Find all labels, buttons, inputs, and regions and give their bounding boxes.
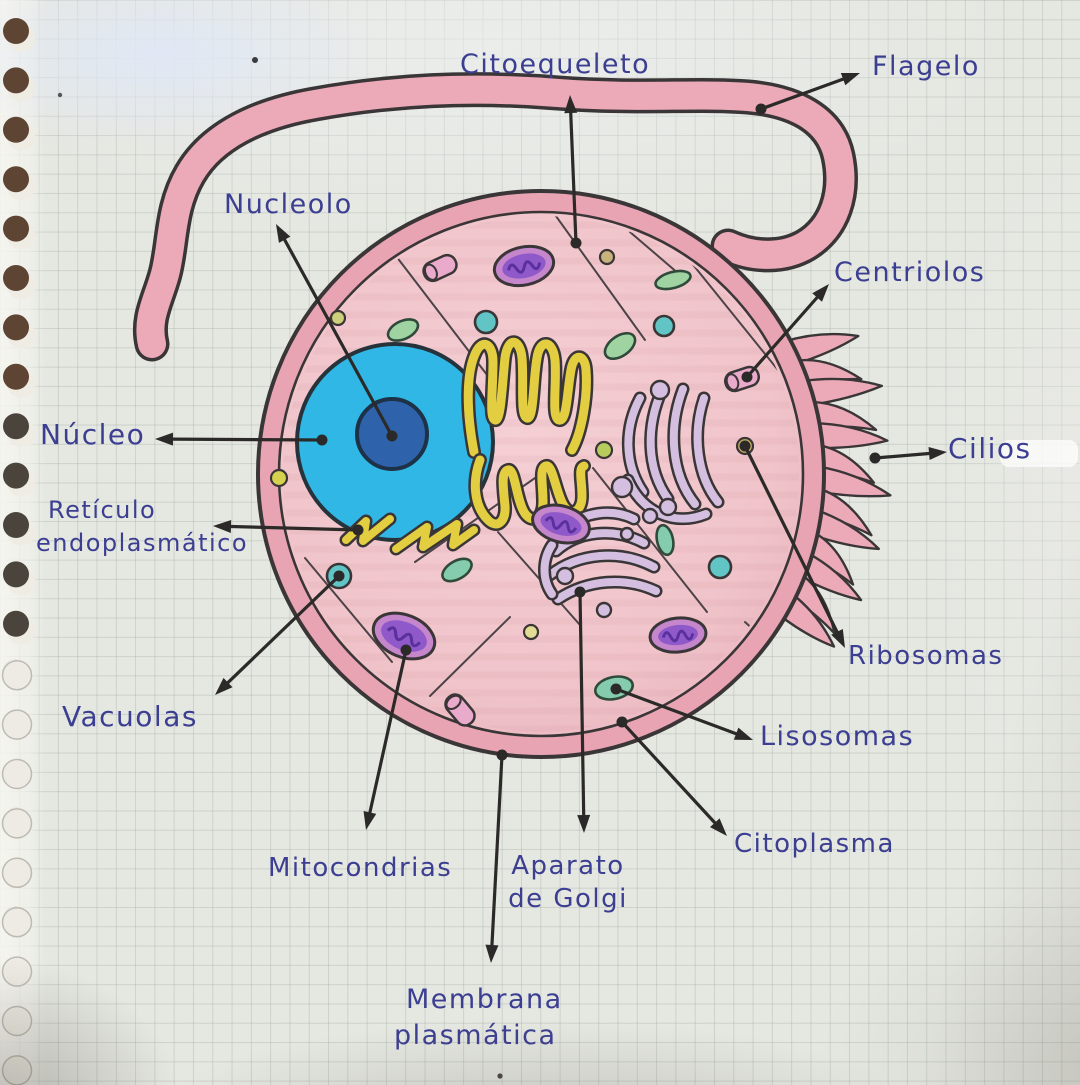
mitochondrion bbox=[492, 244, 556, 288]
arrowhead bbox=[733, 727, 753, 740]
golgi-apparatus-right bbox=[610, 379, 725, 526]
arrow-origin-dot bbox=[570, 237, 582, 249]
vesicle bbox=[473, 309, 499, 335]
centriole-capsule bbox=[444, 693, 476, 727]
arrowhead bbox=[928, 447, 947, 460]
arrow-origin-dot bbox=[616, 716, 628, 728]
vesicle bbox=[707, 554, 733, 580]
arrow-origin-dot bbox=[574, 586, 586, 598]
arrowhead bbox=[213, 519, 232, 533]
arrow-origin-dot bbox=[755, 103, 767, 115]
arrowhead bbox=[485, 944, 499, 963]
centriole-capsule bbox=[422, 253, 458, 283]
arrowhead bbox=[840, 73, 860, 86]
cilia-group bbox=[777, 332, 892, 648]
arrow-origin-dot bbox=[333, 570, 345, 582]
ribosome-dot bbox=[269, 468, 289, 488]
lysosome-vesicle bbox=[441, 557, 473, 583]
arrowhead bbox=[564, 95, 578, 114]
golgi-apparatus-center bbox=[538, 506, 663, 619]
ribosome-dot bbox=[598, 248, 616, 266]
arrowhead bbox=[215, 677, 233, 695]
mitochondrion bbox=[531, 503, 591, 545]
lysosome-vesicle bbox=[654, 269, 692, 291]
paper-specks bbox=[57, 57, 503, 1079]
ribosome-dot bbox=[522, 623, 540, 641]
arrowhead bbox=[831, 628, 845, 648]
arrowhead bbox=[363, 811, 377, 830]
correction-fluid-patch bbox=[1000, 440, 1078, 467]
arrow-origin-dot bbox=[316, 434, 328, 446]
ribosome-dot bbox=[329, 309, 347, 327]
arrow-origin-dot bbox=[739, 440, 751, 452]
lysosome-vesicle bbox=[655, 523, 675, 557]
mitochondrion bbox=[371, 611, 437, 661]
ribosome-dot bbox=[594, 440, 614, 460]
arrowhead bbox=[710, 818, 727, 836]
annotation-arrows bbox=[155, 73, 947, 963]
arrow-origin-dot bbox=[386, 430, 398, 442]
arrowhead bbox=[812, 284, 829, 302]
mitochondrion bbox=[648, 616, 708, 654]
arrow-origin-dot bbox=[869, 452, 881, 464]
lysosome-vesicle bbox=[603, 331, 637, 361]
mitochondria-group bbox=[371, 244, 708, 661]
arrowhead bbox=[155, 432, 174, 446]
arrow-origin-dot bbox=[352, 524, 364, 536]
arrowhead bbox=[276, 224, 291, 243]
arrow-origin-dot bbox=[400, 644, 412, 656]
arrow-origin-dot bbox=[741, 371, 753, 383]
arrow-origin-dot bbox=[610, 683, 622, 695]
punched-holes bbox=[1, 18, 35, 1085]
arrow-origin-dot bbox=[496, 749, 508, 761]
lysosome-vesicle bbox=[386, 318, 420, 342]
flagellum bbox=[132, 72, 858, 362]
arrowhead bbox=[577, 814, 591, 833]
vesicle bbox=[652, 314, 676, 338]
